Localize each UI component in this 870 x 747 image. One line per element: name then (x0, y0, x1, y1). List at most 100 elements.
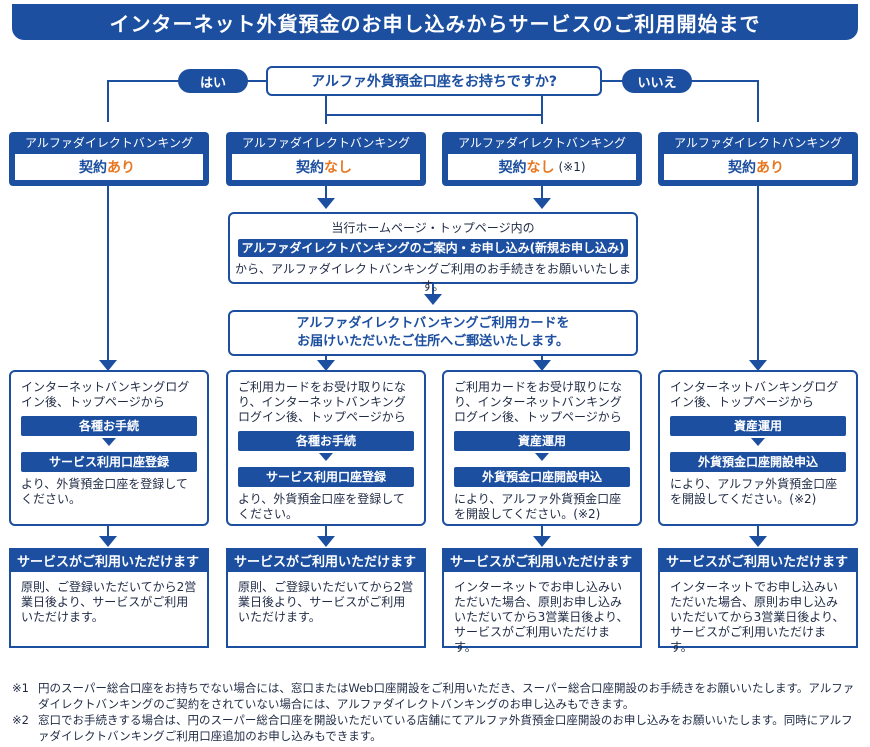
no-label: いいえ (622, 69, 692, 93)
footnote-mark: ※1 (12, 681, 29, 695)
procedure-step: サービス利用口座登録 (238, 467, 414, 487)
connector-line (757, 184, 759, 362)
procedure-step: 各種お手続 (238, 431, 414, 451)
service-body: 原則、ご登録いただいてから2営業日後より、サービスがご利用いただけます。 (226, 572, 426, 648)
contract-prefix: 契約 (296, 160, 324, 176)
flow-arrow (99, 360, 117, 371)
contract-note: (※1) (558, 160, 586, 174)
service-body: 原則、ご登録いただいてから2営業日後より、サービスがご利用いただけます。 (9, 572, 209, 648)
procedure-step: 外貨預金口座開設申込 (454, 467, 630, 487)
procedure-step: 外貨預金口座開設申込 (670, 452, 846, 472)
contract-accent: なし (526, 160, 555, 176)
contract-status: 契約あり (15, 154, 203, 180)
page-title: インターネット外貨預金のお申し込みからサービスのご利用開始まで (12, 4, 858, 40)
flow-arrow (317, 198, 335, 209)
contract-box: アルファダイレクトバンキング 契約あり (9, 132, 209, 186)
service-box: サービスがご利用いただけます 原則、ご登録いただいてから2営業日後より、サービス… (226, 548, 426, 648)
connector-line (325, 96, 327, 116)
procedure-tail: により、アルファ外貨預金口座を開設してください。(※2) (454, 492, 622, 521)
footnotes: ※1 円のスーパー総合口座をお持ちでない場合には、窓口またはWeb口座開設をご利… (12, 680, 862, 744)
connector-line (107, 80, 109, 122)
procedure-box: インターネットバンキングログイン後、トップページから 各種お手続 サービス利用口… (9, 370, 209, 526)
contract-name: アルファダイレクトバンキング (457, 136, 627, 150)
service-box: サービスがご利用いただけます インターネットでお申し込みいただいた場合、原則お申… (658, 548, 858, 654)
service-box: サービスがご利用いただけます インターネットでお申し込みいただいた場合、原則お申… (442, 548, 642, 654)
contract-accent: あり (107, 160, 135, 176)
contract-prefix: 契約 (728, 160, 756, 176)
connector-line (107, 526, 109, 536)
procedure-box: インターネットバンキングログイン後、トップページから 資産運用 外貨預金口座開設… (658, 370, 858, 526)
procedure-lead: ご利用カードをお受け取りになり、インターネットバンキングログイン後、トップページ… (454, 380, 623, 424)
connector-line (325, 526, 327, 536)
footnote-mark: ※2 (12, 713, 29, 727)
service-box: サービスがご利用いただけます 原則、ご登録いただいてから2営業日後より、サービス… (9, 548, 209, 648)
footnote-text: 円のスーパー総合口座をお持ちでない場合には、窓口またはWeb口座開設をご利用いた… (38, 681, 855, 711)
footnote: ※2 窓口でお手続きする場合は、円のスーパー総合口座を開設いただいている店舗にて… (12, 712, 862, 744)
connector-line (541, 114, 543, 124)
contract-status: 契約なし (232, 154, 420, 180)
service-heading: サービスがご利用いただけます (442, 548, 642, 572)
connector-line (325, 114, 327, 124)
procedure-box: ご利用カードをお受け取りになり、インターネットバンキングログイン後、トップページ… (226, 370, 426, 526)
contract-accent: なし (324, 160, 352, 176)
connector-line (325, 356, 327, 362)
procedure-lead: インターネットバンキングログイン後、トップページから (670, 380, 839, 409)
contract-name: アルファダイレクトバンキング (673, 136, 843, 150)
procedure-tail: より、外貨預金口座を登録してください。 (238, 492, 405, 521)
connector-line (541, 184, 543, 200)
service-body: インターネットでお申し込みいただいた場合、原則お申し込みいただいてから3営業日後… (442, 572, 642, 654)
flow-arrow (424, 294, 442, 305)
yes-label: はい (178, 69, 248, 93)
service-heading: サービスがご利用いただけます (9, 548, 209, 572)
contract-status: 契約なし(※1) (448, 154, 636, 180)
flow-arrow (99, 536, 117, 547)
card-line1: アルファダイレクトバンキングご利用カードを (296, 316, 570, 331)
flow-arrow (317, 360, 335, 371)
service-body: インターネットでお申し込みいただいた場合、原則お申し込みいただいてから3営業日後… (658, 572, 858, 654)
connector-line (325, 184, 327, 200)
procedure-box: ご利用カードをお受け取りになり、インターネットバンキングログイン後、トップページ… (442, 370, 642, 526)
homepage-link: アルファダイレクトバンキングのご案内・お申し込み(新規お申し込み) (238, 239, 628, 257)
contract-name: アルファダイレクトバンキング (24, 136, 194, 150)
procedure-step: 各種お手続 (21, 416, 197, 436)
step-arrow (535, 453, 549, 461)
connector-line (757, 80, 759, 122)
connector-line (107, 184, 109, 362)
procedure-step: 資産運用 (670, 416, 846, 436)
contract-status: 契約あり (664, 154, 852, 180)
flow-arrow (533, 536, 551, 547)
card-line2: お届けいただいたご住所へご郵送いたします。 (297, 334, 569, 349)
flow-arrow (749, 536, 767, 547)
procedure-tail: より、外貨預金口座を登録してください。 (21, 477, 188, 506)
question-box: アルファ外貨預金口座をお持ちですか? (266, 66, 602, 96)
contract-prefix: 契約 (498, 160, 527, 176)
flow-arrow (533, 360, 551, 371)
step-arrow (319, 453, 333, 461)
procedure-step: 資産運用 (454, 431, 630, 451)
footnote: ※1 円のスーパー総合口座をお持ちでない場合には、窓口またはWeb口座開設をご利… (12, 680, 862, 712)
footnote-text: 窓口でお手続きする場合は、円のスーパー総合口座を開設いただいている店舗にてアルフ… (38, 713, 853, 743)
service-heading: サービスがご利用いただけます (658, 548, 858, 572)
contract-accent: あり (756, 160, 784, 176)
flow-arrow (533, 198, 551, 209)
contract-name: アルファダイレクトバンキング (241, 136, 411, 150)
connector-line (541, 356, 543, 362)
contract-box: アルファダイレクトバンキング 契約あり (658, 132, 858, 186)
connector-line (541, 96, 543, 116)
flow-arrow (749, 360, 767, 371)
connector-line (325, 114, 543, 116)
service-heading: サービスがご利用いただけます (226, 548, 426, 572)
procedure-lead: インターネットバンキングログイン後、トップページから (21, 380, 190, 409)
step-arrow (102, 438, 116, 446)
contract-box: アルファダイレクトバンキング 契約なし(※1) (442, 132, 642, 186)
procedure-lead: ご利用カードをお受け取りになり、インターネットバンキングログイン後、トップページ… (238, 380, 407, 424)
homepage-line3: から、アルファダイレクトバンキングご利用のお手続きをお願いいたします。 (234, 262, 632, 293)
card-mail-box: アルファダイレクトバンキングご利用カードを お届けいただいたご住所へご郵送いたし… (228, 310, 638, 356)
connector-line (541, 526, 543, 536)
connector-line (757, 526, 759, 536)
connector-line (432, 284, 434, 296)
homepage-box: 当行ホームページ・トップページ内の アルファダイレクトバンキングのご案内・お申し… (228, 212, 638, 293)
contract-box: アルファダイレクトバンキング 契約なし (226, 132, 426, 186)
procedure-step: サービス利用口座登録 (21, 452, 197, 472)
step-arrow (751, 438, 765, 446)
